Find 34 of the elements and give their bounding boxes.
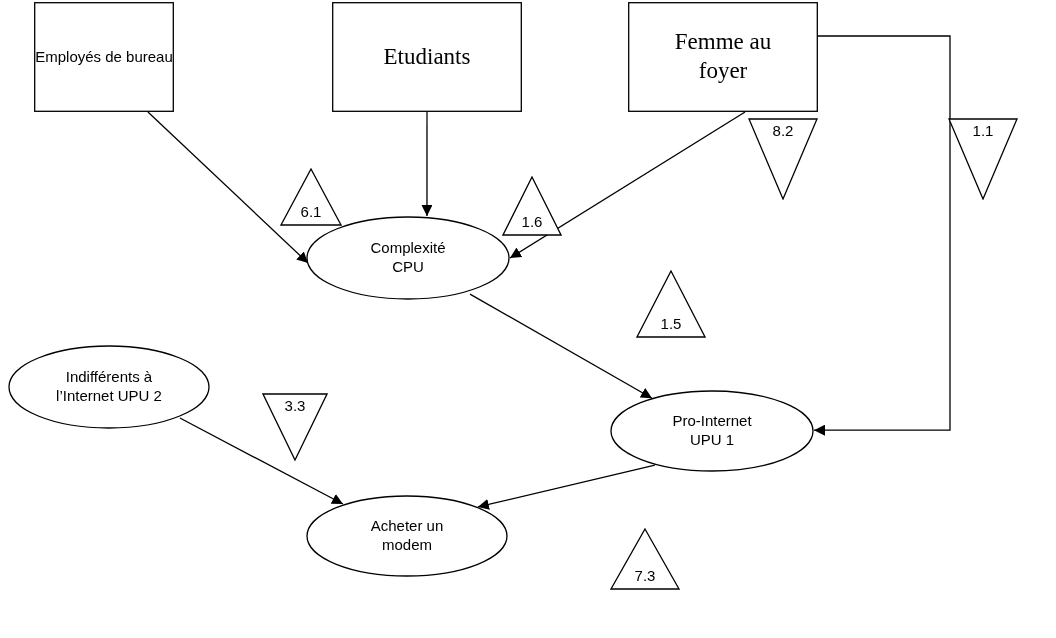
node-label: Pro-Internet UPU 1 [671, 412, 753, 450]
group-box [34, 2, 174, 112]
group-box [628, 2, 818, 112]
concept-ellipse [306, 216, 510, 300]
group-box [332, 2, 522, 112]
arrow [813, 35, 951, 436]
value-triangle [636, 270, 706, 338]
value-triangle [610, 528, 680, 590]
arrow [421, 111, 433, 217]
node-label: Femme au foyer [673, 28, 773, 85]
node-label: Acheter un modem [369, 517, 445, 555]
value-label: 1.6 [521, 213, 543, 232]
value-triangle [948, 118, 1018, 200]
value-triangle [262, 393, 328, 461]
node-label: Indifférents à l’Internet UPU 2 [55, 368, 163, 406]
value-label: 8.2 [772, 122, 794, 141]
node-label: Complexité CPU [369, 239, 447, 277]
node-label: Etudiants [383, 42, 471, 71]
node-label: Employés de bureau [35, 47, 173, 67]
value-label: 1.5 [660, 315, 682, 334]
value-label: 3.3 [284, 397, 306, 416]
value-triangle [502, 176, 562, 236]
value-triangle [280, 168, 342, 226]
value-label: 6.1 [300, 203, 322, 222]
arrow [477, 464, 656, 510]
concept-ellipse [306, 495, 508, 577]
arrow [179, 417, 344, 505]
value-label: 7.3 [634, 567, 656, 586]
concept-ellipse [8, 345, 210, 429]
arrow [469, 293, 653, 399]
value-triangle [748, 118, 818, 200]
value-label: 1.1 [972, 122, 994, 141]
arrow [509, 111, 746, 259]
concept-ellipse [610, 390, 814, 472]
